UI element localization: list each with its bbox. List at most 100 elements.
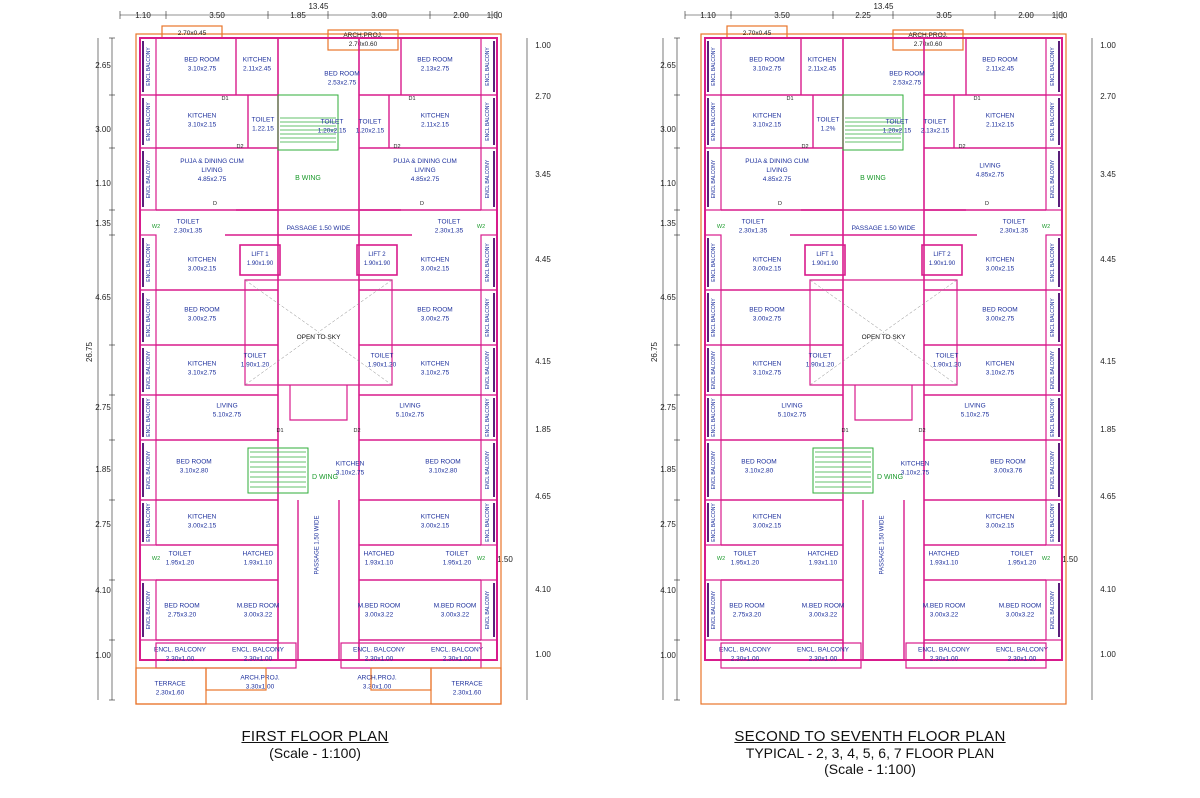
lift-label: LIFT 2 <box>368 252 386 258</box>
door-tag: D2 <box>958 144 965 150</box>
passage-vertical-label: PASSAGE 1.50 WIDE <box>315 516 321 575</box>
room-label: M.BED ROOM <box>802 603 845 610</box>
balcony-label: ENCL BALCONY <box>485 350 491 389</box>
right-dimension-label: 3.45 <box>1100 170 1116 179</box>
balcony-label: ENCL BALCONY <box>146 350 152 389</box>
room-label: KITCHEN <box>188 361 217 368</box>
room-label: PUJA & DINING CUM <box>745 158 809 165</box>
room-label: 1.2% <box>821 126 836 133</box>
room-label: BED ROOM <box>417 307 452 314</box>
typical-floor-caption: SECOND TO SEVENTH FLOOR PLAN TYPICAL - 2… <box>690 728 1050 777</box>
door-tag: D <box>420 201 424 207</box>
overall-depth-label: 26.75 <box>650 341 659 362</box>
room-label: LIVING <box>781 403 802 410</box>
open-to-sky-label: OPEN TO SKY <box>297 334 341 341</box>
room-label: 3.10x2.80 <box>745 468 774 475</box>
arch-projection-top-right <box>327 29 399 51</box>
right-dimension-label: 1.00 <box>535 41 551 50</box>
room-label: KITCHEN <box>336 461 365 468</box>
room-label: TOILET <box>809 353 832 360</box>
top-dimension-label: 1.10 <box>135 11 151 20</box>
top-dimension-label: 3.00 <box>371 11 387 20</box>
sky-diagonal <box>318 331 393 386</box>
room-label: ARCH.PROJ. <box>240 675 280 682</box>
room-label: ENCL. BALCONY <box>719 647 772 654</box>
room-label: BED ROOM <box>990 459 1025 466</box>
building-outline <box>135 33 502 705</box>
overall-width-label: 13.45 <box>308 2 329 11</box>
room-label: 2.30x1.60 <box>453 690 482 697</box>
room-label: 1.95x1.20 <box>443 560 472 567</box>
left-dimension-label: 2.75 <box>660 403 676 412</box>
room-label: 1.90x1.20 <box>368 362 397 369</box>
sky-diagonal <box>883 279 958 333</box>
right-dimension-label: 4.10 <box>535 585 551 594</box>
room-label: 2.30x1.00 <box>809 656 838 663</box>
door-tag: D2 <box>801 144 808 150</box>
room-label: TOILET <box>169 551 192 558</box>
room-label: TOILET <box>252 117 275 124</box>
plan-scale: (Scale - 1:100) <box>824 761 916 777</box>
open-to-sky-label: OPEN TO SKY <box>862 334 906 341</box>
door-tag: W2 <box>1042 556 1050 562</box>
room-label: KITCHEN <box>188 514 217 521</box>
balcony-label: ENCL BALCONY <box>1050 243 1056 282</box>
room-label: 1.95x1.20 <box>731 560 760 567</box>
room-label: 3.00x2.15 <box>421 266 450 273</box>
room-label: 3.00x3.76 <box>994 468 1023 475</box>
room-label: 2.30x1.00 <box>1008 656 1037 663</box>
left-dimension-label: 3.00 <box>95 125 111 134</box>
room-label: 2.30x1.35 <box>739 228 768 235</box>
left-dimension-label: 1.35 <box>660 219 676 228</box>
balcony-label: ENCL BALCONY <box>711 159 717 198</box>
room-label: KITCHEN <box>243 57 272 64</box>
right-dimension-label: 2.70 <box>1100 92 1116 101</box>
room-label: 4.85x2.75 <box>198 176 227 183</box>
room-label: KITCHEN <box>421 361 450 368</box>
room-label: 3.00x3.22 <box>365 612 394 619</box>
room-label: 1.90x1.20 <box>241 362 270 369</box>
plan-title: FIRST FLOOR PLAN <box>241 728 389 745</box>
room-label: TOILET <box>244 353 267 360</box>
door-tag: D1 <box>221 96 228 102</box>
lift-2 <box>921 244 963 276</box>
door-tag: D1 <box>786 96 793 102</box>
room-label: 2.11x2.45 <box>243 66 271 73</box>
balcony-label: ENCL BALCONY <box>711 47 717 86</box>
room-label: 3.10x2.75 <box>336 470 365 477</box>
room-label: 2.13x2.75 <box>421 66 450 73</box>
right-dimension-label: 4.45 <box>535 255 551 264</box>
sky-diagonal <box>244 279 319 333</box>
balcony-strip <box>480 147 498 211</box>
left-dimension-label: 1.85 <box>95 465 111 474</box>
room-label: KITCHEN <box>753 361 782 368</box>
lift-dimension: 1.90x1.90 <box>929 261 956 267</box>
room-label: KITCHEN <box>986 514 1015 521</box>
right-dimension-label: 1.85 <box>1100 425 1116 434</box>
passage-vertical-label: PASSAGE 1.50 WIDE <box>880 516 886 575</box>
room-label: HATCHED <box>808 551 839 558</box>
balcony-label: ENCL BALCONY <box>146 590 152 629</box>
right-dimension-label: 4.15 <box>535 357 551 366</box>
door-tag: D <box>985 201 989 207</box>
door-tag: W2 <box>152 556 160 562</box>
arch-projection-label: ARCH.PROJ. <box>908 32 948 39</box>
room-label: 2.30x1.00 <box>930 656 959 663</box>
open-to-sky-boundary <box>809 279 958 421</box>
right-dimension-label: 4.65 <box>1100 492 1116 501</box>
room-label: 3.00x2.75 <box>753 316 782 323</box>
right-dimension-label: 1.00 <box>1100 650 1116 659</box>
wing-label: B WING <box>295 175 321 182</box>
room-label: 1.90x1.20 <box>933 362 962 369</box>
left-dimension-label: 1.10 <box>660 179 676 188</box>
room-label: 3.10x2.75 <box>753 66 782 73</box>
left-dimension-label: 1.85 <box>660 465 676 474</box>
balcony-label: ENCL BALCONY <box>485 590 491 629</box>
room-label: KITCHEN <box>808 57 837 64</box>
room-label: PUJA & DINING CUM <box>180 158 244 165</box>
door-tag: D <box>778 201 782 207</box>
door-tag: W2 <box>717 556 725 562</box>
top-dimension-label: 1.10 <box>700 11 716 20</box>
